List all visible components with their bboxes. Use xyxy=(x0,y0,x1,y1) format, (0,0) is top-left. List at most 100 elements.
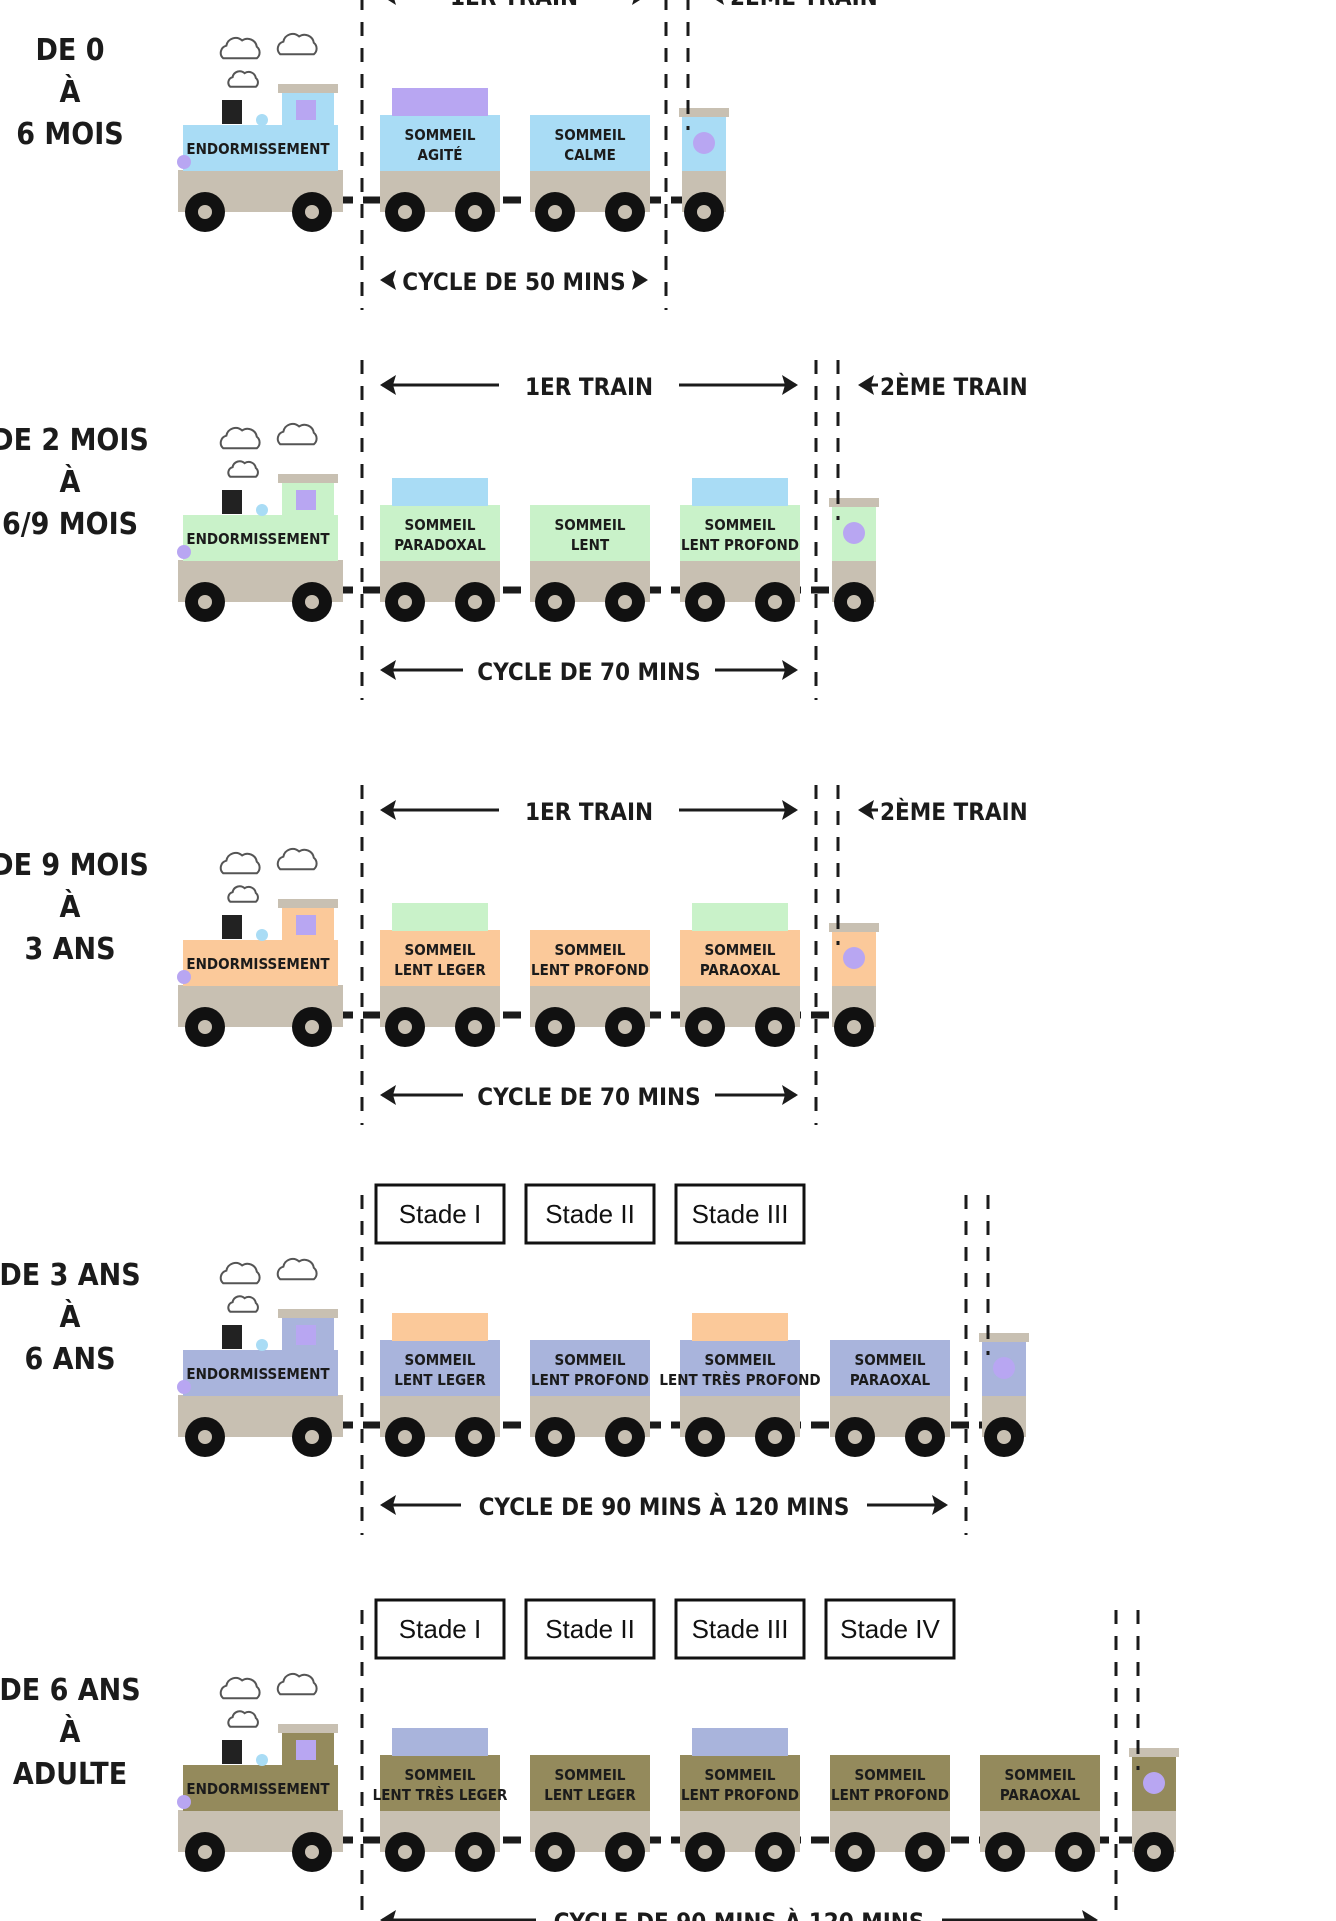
wheel-hub xyxy=(468,595,482,609)
wheel-hub xyxy=(198,595,212,609)
locomotive-label: ENDORMISSEMENT xyxy=(186,955,330,973)
stage-label: Stade III xyxy=(692,1199,789,1229)
bead-icon xyxy=(256,929,268,941)
wagon-label-line: LENT LEGER xyxy=(394,961,486,979)
stage-box xyxy=(524,1598,656,1660)
wheel-hub xyxy=(1068,1845,1082,1859)
stage-box xyxy=(524,1183,656,1245)
wagon-label-line: LENT xyxy=(571,536,610,554)
first-train-text: 1ER TRAIN xyxy=(525,798,653,826)
wheel-hub xyxy=(918,1430,932,1444)
wheel-hub xyxy=(618,205,632,219)
wagon-cargo xyxy=(692,478,788,506)
wheel-hub xyxy=(198,1020,212,1034)
stage-box xyxy=(674,1183,806,1245)
age-range-label: DE 0À6 MOIS xyxy=(16,33,123,152)
wagon-label-line: SOMMEIL xyxy=(855,1351,926,1369)
wheel-hub xyxy=(548,205,562,219)
wagon-body xyxy=(680,1755,800,1811)
wagon-label-line: LENT TRÈS PROFOND xyxy=(659,1370,820,1389)
wheel-hub xyxy=(468,205,482,219)
wagon-label-line: SOMMEIL xyxy=(405,1351,476,1369)
arrow-left-icon xyxy=(716,0,724,5)
wagon-label-line: SOMMEIL xyxy=(705,516,776,534)
age-label-line: 6 ANS xyxy=(24,1342,115,1377)
locomotive-roof xyxy=(278,899,338,908)
stage-box xyxy=(824,1598,956,1660)
wheel-hub xyxy=(398,595,412,609)
cycle-duration: CYCLE DE 90 MINS À 120 MINS xyxy=(380,1492,948,1521)
next-train-car xyxy=(829,923,879,1047)
next-train-car xyxy=(679,108,729,232)
age-label-line: À xyxy=(60,889,81,925)
locomotive: ENDORMISSEMENT xyxy=(177,422,343,622)
age-label-line: DE 2 MOIS xyxy=(0,423,149,458)
wagon-label-line: SOMMEIL xyxy=(555,126,626,144)
chimney-icon xyxy=(222,100,242,124)
wagon-label-line: SOMMEIL xyxy=(405,516,476,534)
wheel-hub xyxy=(548,595,562,609)
age-label-line: À xyxy=(60,1299,81,1335)
wagon-body xyxy=(680,1340,800,1396)
arrow-right-icon xyxy=(932,1495,948,1515)
wagon-label-line: LENT PROFOND xyxy=(681,1786,799,1804)
smoke-cloud-icon xyxy=(219,426,261,450)
wagon-body xyxy=(530,115,650,171)
wheel-hub xyxy=(997,1430,1011,1444)
chimney-icon xyxy=(222,915,242,939)
wheel-hub xyxy=(398,1845,412,1859)
next-train-car xyxy=(1129,1748,1179,1872)
arrow-right-icon xyxy=(632,270,648,290)
smoke-cloud-icon xyxy=(276,1257,318,1281)
wheel-hub xyxy=(768,1020,782,1034)
wagon-label-line: SOMMEIL xyxy=(555,1766,626,1784)
smoke-cloud-icon xyxy=(219,36,261,60)
locomotive-body xyxy=(183,125,338,171)
wheel-hub xyxy=(305,1845,319,1859)
wheel-hub xyxy=(398,1430,412,1444)
locomotive: ENDORMISSEMENT xyxy=(177,32,343,232)
arrow-right-icon xyxy=(632,0,640,5)
wagon-cargo xyxy=(392,1313,488,1341)
wheel-hub xyxy=(698,1430,712,1444)
smoke-cloud-icon xyxy=(227,70,259,88)
stage-label: Stade II xyxy=(545,1199,635,1229)
arrow-left-icon xyxy=(388,0,396,5)
wagon-body xyxy=(380,115,500,171)
wheel-hub xyxy=(468,1020,482,1034)
cab-window-icon xyxy=(296,1740,316,1760)
smoke-cloud-icon xyxy=(227,1295,259,1313)
wheel-hub xyxy=(398,1020,412,1034)
smoke-cloud-icon xyxy=(276,1672,318,1696)
bead-icon xyxy=(256,504,268,516)
smoke-cloud-icon xyxy=(276,32,318,56)
cycle-duration: CYCLE DE 90 MINS À 120 MINS xyxy=(380,1907,1098,1921)
wheel-hub xyxy=(198,1430,212,1444)
wagon-label-line: SOMMEIL xyxy=(705,941,776,959)
wagon-body xyxy=(530,505,650,561)
locomotive-roof xyxy=(278,474,338,483)
cycle-label: CYCLE DE 70 MINS xyxy=(477,658,700,686)
arrow-right-icon xyxy=(782,375,798,395)
stage-box xyxy=(374,1183,506,1245)
age-label-line: 6 MOIS xyxy=(16,117,123,152)
wheel-hub xyxy=(847,595,861,609)
wagon-label-line: SOMMEIL xyxy=(555,1351,626,1369)
next-car-window-icon xyxy=(1143,1772,1165,1794)
smoke-cloud-icon xyxy=(227,1710,259,1728)
buffer-icon xyxy=(177,545,191,559)
cycle-label: CYCLE DE 90 MINS À 120 MINS xyxy=(479,1492,850,1521)
